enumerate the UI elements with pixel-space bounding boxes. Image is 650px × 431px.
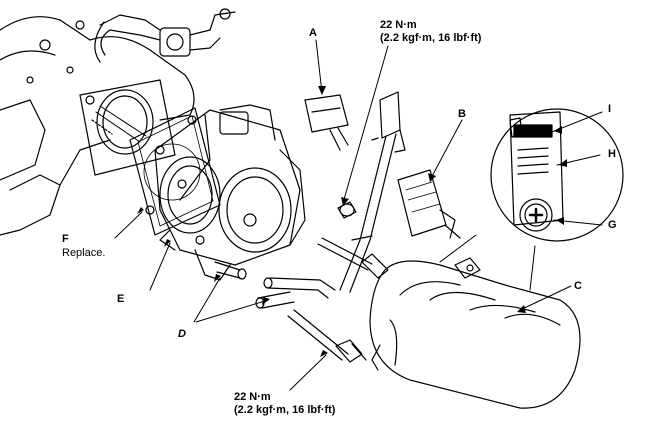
label-f: F — [62, 233, 69, 245]
detail-leader-lines — [439, 234, 536, 291]
label-d: D — [178, 328, 186, 340]
label-f-note: Replace. — [62, 247, 106, 259]
torque-bottom-line2: (2.2 kgf·m, 16 lbf·ft) — [234, 404, 336, 416]
throttle-body-e — [154, 104, 306, 281]
breather-hose — [339, 91, 406, 293]
label-i: I — [608, 103, 612, 115]
gasket-f — [129, 107, 221, 236]
label-e: E — [117, 293, 125, 305]
intake-manifold — [0, 14, 195, 236]
vacuum-hose-assembly — [94, 8, 236, 63]
label-leader-lines — [114, 39, 572, 391]
label-b: B — [458, 108, 466, 120]
label-h: H — [608, 148, 616, 160]
bottom-bolt — [287, 309, 367, 363]
clamp-detail-circle — [490, 108, 624, 242]
torque-bottom-line1: 22 N·m — [234, 391, 271, 403]
connector-a — [304, 94, 349, 151]
coolant-hoses-d — [214, 261, 336, 309]
arrowheads — [137, 86, 567, 357]
air-intake-duct-c — [369, 257, 581, 409]
torque-top-line1: 22 N·m — [380, 19, 417, 31]
manifold-flange — [79, 79, 176, 176]
label-g: G — [608, 219, 617, 231]
torque-top-line2: (2.2 kgf·m, 16 lbf·ft) — [380, 32, 482, 44]
connector-b — [397, 169, 461, 239]
label-a: A — [309, 27, 317, 39]
label-c: C — [574, 280, 582, 292]
